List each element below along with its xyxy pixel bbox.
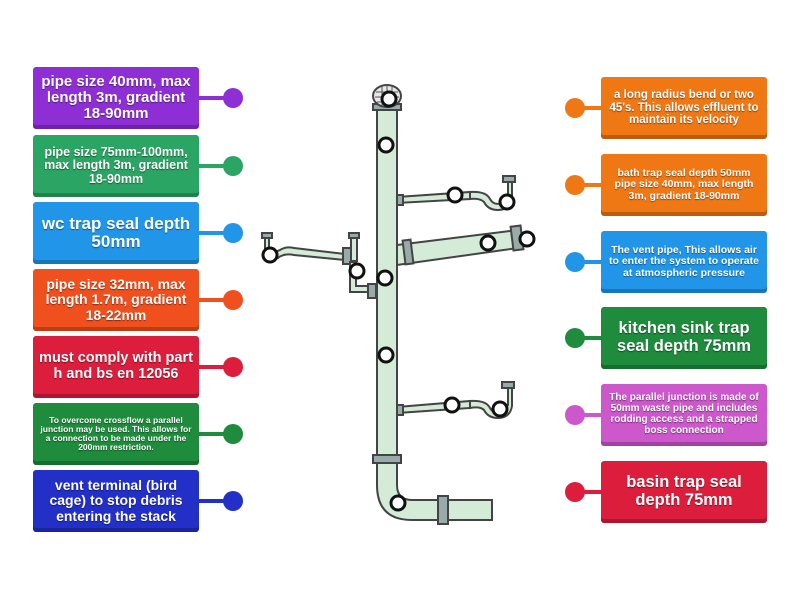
connector-stem (199, 164, 225, 168)
label-text: The vent pipe, This allows air to enter … (609, 244, 759, 279)
connector-dot[interactable] (223, 357, 243, 377)
label-card[interactable]: bath trap seal depth 50mm pipe size 40mm… (565, 154, 767, 216)
label-text: bath trap seal depth 50mm pipe size 40mm… (614, 167, 754, 202)
connector-dot[interactable] (565, 175, 585, 195)
target-bath-trap[interactable] (498, 193, 516, 211)
label-text: pipe size 32mm, max length 1.7m, gradien… (45, 276, 187, 323)
label-card[interactable]: must comply with part h and bs en 12056 (33, 336, 243, 398)
connector-dot[interactable] (223, 88, 243, 108)
target-basin-trap[interactable] (261, 246, 279, 264)
connector-dot[interactable] (565, 252, 585, 272)
label-card[interactable]: The parallel junction is made of 50mm wa… (565, 384, 767, 446)
connector-dot[interactable] (565, 98, 585, 118)
label-text: a long radius bend or two 45's. This all… (609, 89, 759, 127)
target-long-radius-bend[interactable] (389, 494, 407, 512)
connector-stem (577, 413, 601, 417)
label-card[interactable]: The vent pipe, This allows air to enter … (565, 231, 767, 293)
long-radius-bend (376, 462, 493, 521)
connector-dot[interactable] (565, 482, 585, 502)
label-card[interactable]: pipe size 32mm, max length 1.7m, gradien… (33, 269, 243, 331)
label-card[interactable]: vent terminal (bird cage) to stop debris… (33, 470, 243, 532)
connector-stem (199, 499, 225, 503)
connector-stem (577, 260, 601, 264)
connector-dot[interactable] (223, 424, 243, 444)
connector-dot[interactable] (223, 223, 243, 243)
connector-stem (199, 96, 225, 100)
label-text: To overcome crossflow a parallel junctio… (40, 414, 192, 453)
label-text: must comply with part h and bs en 12056 (39, 350, 193, 382)
target-building-regs[interactable] (376, 269, 394, 287)
target-parallel-junction[interactable] (377, 346, 395, 364)
connector-dot[interactable] (223, 491, 243, 511)
drop-targets[interactable] (261, 90, 536, 512)
label-text: kitchen sink trap seal depth 75mm (617, 319, 751, 355)
label-card[interactable]: kitchen sink trap seal depth 75mm (565, 307, 767, 369)
label-card[interactable]: pipe size 40mm, max length 3m, gradient … (33, 67, 243, 129)
connector-dot[interactable] (565, 405, 585, 425)
label-card[interactable]: wc trap seal depth 50mm (33, 202, 243, 264)
connector-dot[interactable] (223, 290, 243, 310)
connector-stem (577, 183, 601, 187)
target-vent-pipe[interactable] (377, 136, 395, 154)
wc-branch-pipe (396, 228, 519, 267)
connector-stem (199, 432, 225, 436)
label-card[interactable]: a long radius bend or two 45's. This all… (565, 77, 767, 139)
connector-stem (199, 231, 225, 235)
target-basin-branch[interactable] (348, 262, 366, 280)
label-text: wc trap seal depth 50mm (41, 213, 191, 251)
target-kitchen-trap[interactable] (491, 400, 509, 418)
target-vent-terminal[interactable] (380, 90, 398, 108)
connector-stem (199, 365, 225, 369)
label-text: The parallel junction is made of 50mm wa… (609, 392, 759, 436)
stack-collar-bottom (372, 454, 402, 464)
connector-stem (577, 336, 601, 340)
target-wc-branch[interactable] (479, 234, 497, 252)
connector-stem (577, 490, 601, 494)
connector-dot[interactable] (565, 328, 585, 348)
bend-collar (437, 495, 449, 525)
target-kitchen-branch[interactable] (443, 396, 461, 414)
target-wc-trap[interactable] (518, 230, 536, 248)
bath-branch (396, 175, 516, 212)
connector-stem (199, 298, 225, 302)
label-text: basin trap seal depth 75mm (626, 473, 742, 509)
wc-branch (396, 224, 525, 267)
label-card[interactable]: pipe size 75mm-100mm, max length 3m, gra… (33, 135, 243, 197)
connector-stem (577, 106, 601, 110)
label-card[interactable]: basin trap seal depth 75mm (565, 461, 767, 523)
label-card[interactable]: To overcome crossflow a parallel junctio… (33, 403, 243, 465)
connector-dot[interactable] (223, 156, 243, 176)
label-text: pipe size 75mm-100mm, max length 3m, gra… (44, 144, 188, 186)
target-bath-branch[interactable] (446, 186, 464, 204)
label-text: vent terminal (bird cage) to stop debris… (49, 477, 183, 524)
label-text: pipe size 40mm, max length 3m, gradient … (41, 72, 191, 123)
